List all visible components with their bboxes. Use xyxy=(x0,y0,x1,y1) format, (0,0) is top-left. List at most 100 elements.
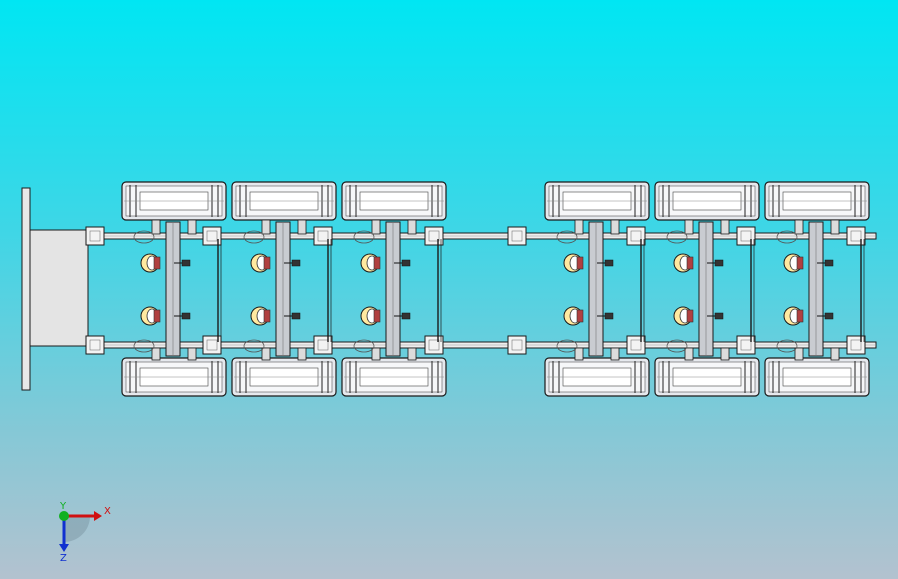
y-axis-label: Y xyxy=(59,501,67,512)
hub-0-0 xyxy=(133,230,155,244)
bearing-cap-4-0 xyxy=(686,256,694,270)
rail-block-inner-7-0 xyxy=(850,230,862,242)
post-top-right-1 xyxy=(297,219,307,235)
bearing-cap-0-0 xyxy=(153,256,161,270)
hub-4-0 xyxy=(666,230,688,244)
rail-block-0-0 xyxy=(85,226,105,246)
end-plate xyxy=(21,187,89,391)
fitting-0-0 xyxy=(181,259,191,267)
post-bottom-left-1 xyxy=(261,347,271,361)
fitting-3-1 xyxy=(604,312,614,320)
axle-module-1 xyxy=(231,181,337,397)
fitting-1-1 xyxy=(291,312,301,320)
rail-block-5-0 xyxy=(626,226,646,246)
bearing-cap-1-1 xyxy=(263,309,271,323)
z-axis-label: Z xyxy=(60,553,67,562)
rail-block-5-1 xyxy=(626,335,646,355)
rail-block-inner-3-0 xyxy=(428,230,440,242)
post-top-right-0 xyxy=(187,219,197,235)
rail-block-inner-3-1 xyxy=(428,339,440,351)
rail-block-4-1 xyxy=(507,335,527,355)
rail-block-inner-6-1 xyxy=(740,339,752,351)
post-top-left-0 xyxy=(151,219,161,235)
bearing-cap-3-1 xyxy=(576,309,584,323)
rail-block-3-0 xyxy=(424,226,444,246)
rail-block-inner-6-0 xyxy=(740,230,752,242)
post-top-left-1 xyxy=(261,219,271,235)
bearing-cap-2-0 xyxy=(373,256,381,270)
post-bottom-left-3 xyxy=(574,347,584,361)
rail-block-inner-2-0 xyxy=(317,230,329,242)
post-top-left-2 xyxy=(371,219,381,235)
hub-2-0 xyxy=(353,230,375,244)
bearing-cap-3-0 xyxy=(576,256,584,270)
hub-3-1 xyxy=(556,339,578,353)
rail-block-1-1 xyxy=(202,335,222,355)
rail-block-inner-0-0 xyxy=(89,230,101,242)
bearing-cap-4-1 xyxy=(686,309,694,323)
rail-block-4-0 xyxy=(507,226,527,246)
rail-block-2-0 xyxy=(313,226,333,246)
bearing-cap-2-1 xyxy=(373,309,381,323)
rail-block-inner-4-0 xyxy=(511,230,523,242)
rail-block-0-1 xyxy=(85,335,105,355)
rail-block-inner-5-1 xyxy=(630,339,642,351)
axle-module-5 xyxy=(764,181,870,397)
fitting-0-1 xyxy=(181,312,191,320)
rail-block-inner-4-1 xyxy=(511,339,523,351)
fitting-1-0 xyxy=(291,259,301,267)
post-top-right-5 xyxy=(830,219,840,235)
rail-block-inner-5-0 xyxy=(630,230,642,242)
main-rails xyxy=(85,226,877,355)
rail-block-inner-2-1 xyxy=(317,339,329,351)
fitting-3-0 xyxy=(604,259,614,267)
x-axis-label: X xyxy=(104,506,111,517)
post-bottom-left-5 xyxy=(794,347,804,361)
triad-sector xyxy=(64,516,90,542)
post-bottom-right-0 xyxy=(187,347,197,361)
fitting-4-0 xyxy=(714,259,724,267)
post-top-left-5 xyxy=(794,219,804,235)
post-bottom-left-0 xyxy=(151,347,161,361)
bearing-cap-5-1 xyxy=(796,309,804,323)
z-arrow-head xyxy=(59,544,69,552)
axle-modules xyxy=(121,181,870,397)
rail-block-6-1 xyxy=(736,335,756,355)
axle-module-3 xyxy=(544,181,650,397)
fitting-2-1 xyxy=(401,312,411,320)
hub-1-0 xyxy=(243,230,265,244)
post-bottom-right-1 xyxy=(297,347,307,361)
rail-block-1-0 xyxy=(202,226,222,246)
axle-module-0 xyxy=(121,181,227,397)
post-top-left-3 xyxy=(574,219,584,235)
rail-block-inner-0-1 xyxy=(89,339,101,351)
post-bottom-right-3 xyxy=(610,347,620,361)
rail-block-7-1 xyxy=(846,335,866,355)
rail-block-7-0 xyxy=(846,226,866,246)
hub-1-1 xyxy=(243,339,265,353)
post-bottom-left-2 xyxy=(371,347,381,361)
rail-block-2-1 xyxy=(313,335,333,355)
hub-5-1 xyxy=(776,339,798,353)
post-bottom-left-4 xyxy=(684,347,694,361)
hub-2-1 xyxy=(353,339,375,353)
x-arrow-head xyxy=(94,511,102,521)
fitting-5-1 xyxy=(824,312,834,320)
post-top-left-4 xyxy=(684,219,694,235)
bearing-cap-0-1 xyxy=(153,309,161,323)
post-top-right-3 xyxy=(610,219,620,235)
bearing-cap-5-0 xyxy=(796,256,804,270)
rail-block-3-1 xyxy=(424,335,444,355)
hub-5-0 xyxy=(776,230,798,244)
post-top-right-4 xyxy=(720,219,730,235)
fitting-2-0 xyxy=(401,259,411,267)
y-axis-dot xyxy=(59,511,69,521)
axle-module-4 xyxy=(654,181,760,397)
rail-block-inner-1-1 xyxy=(206,339,218,351)
fitting-5-0 xyxy=(824,259,834,267)
axle-module-2 xyxy=(341,181,447,397)
post-bottom-right-2 xyxy=(407,347,417,361)
post-bottom-right-4 xyxy=(720,347,730,361)
